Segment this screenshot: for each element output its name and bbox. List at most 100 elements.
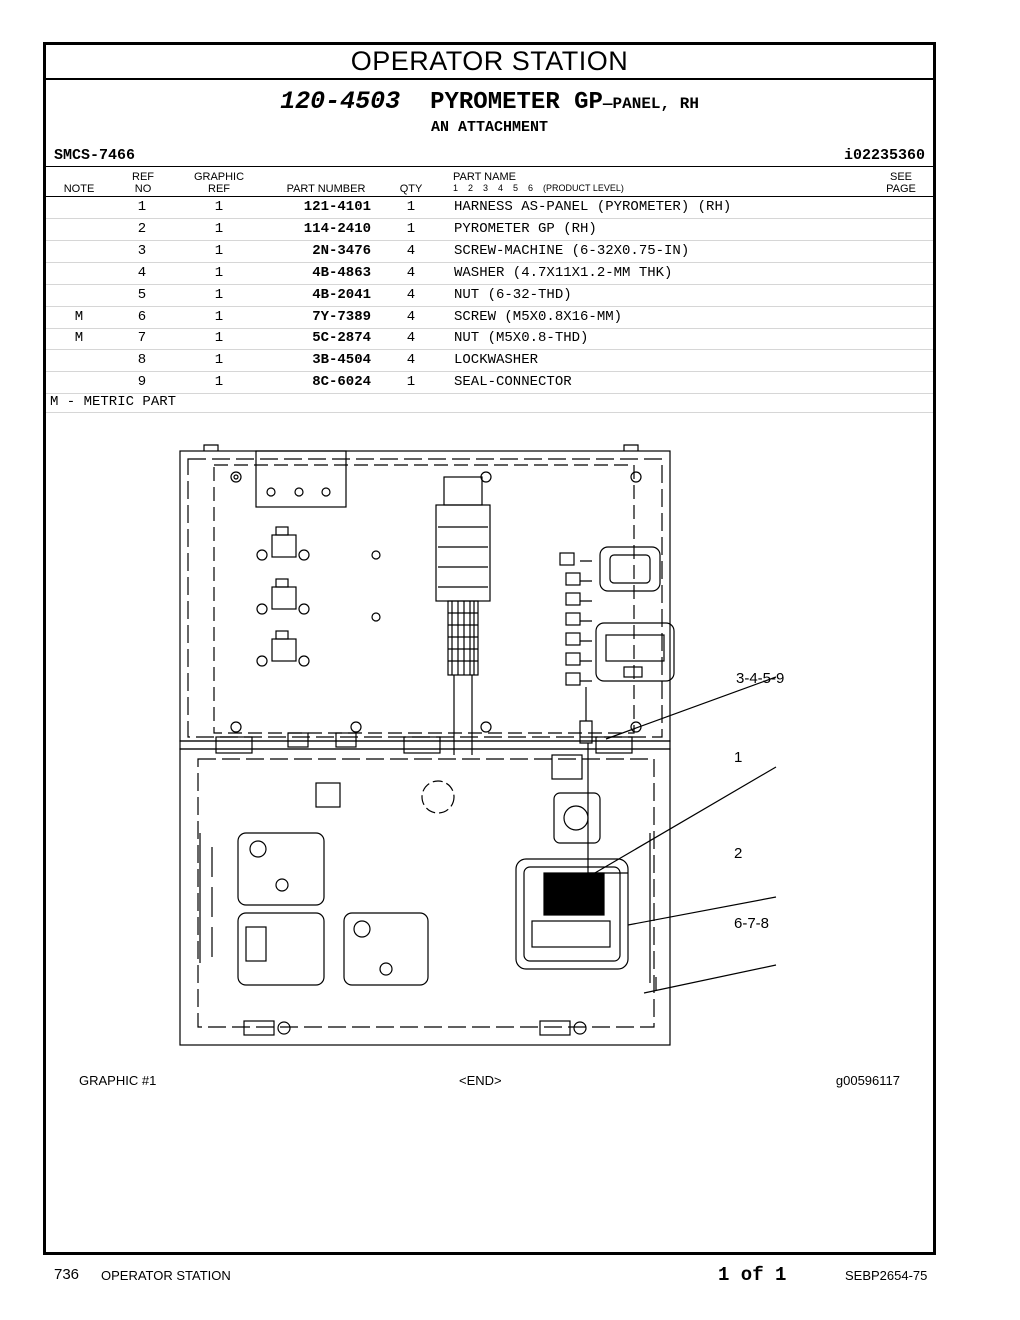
screw-center xyxy=(233,474,239,480)
cell-part-name: HARNESS AS-PANEL (PYROMETER) (RH) xyxy=(454,199,732,215)
cell-qty: 1 xyxy=(406,221,416,237)
cell-qty: 4 xyxy=(406,265,416,281)
header-ref-top: REF xyxy=(132,171,154,183)
header-part-number: PART NUMBER xyxy=(286,183,366,195)
latch-screw xyxy=(277,1021,291,1035)
header-graphic-top: GRAPHIC xyxy=(193,171,245,183)
cell-part-number: 114-2410 xyxy=(303,221,371,237)
cell-qty: 4 xyxy=(406,309,416,325)
hinge-bracket xyxy=(595,736,633,754)
cell-part-number: 8C-6024 xyxy=(312,374,371,390)
hinge-bracket xyxy=(287,732,309,748)
cell-ref: 7 xyxy=(137,330,147,346)
control-module-plug xyxy=(623,666,643,678)
latch-icon xyxy=(243,1020,275,1036)
gauge-hole xyxy=(421,780,455,814)
circuit-board xyxy=(343,912,429,986)
page-of: 1 of 1 xyxy=(718,1264,787,1286)
header-part-name: PART NAME xyxy=(453,171,516,183)
sensor-module-window xyxy=(609,554,651,584)
header-graphic-bottom: REF xyxy=(208,183,230,195)
part-group-name: PYROMETER GP xyxy=(430,89,603,116)
leader-line xyxy=(587,766,777,878)
part-group-subtitle: AN ATTACHMENT xyxy=(430,119,549,136)
screw-icon xyxy=(630,471,642,483)
cell-graphic-ref: 1 xyxy=(214,243,224,259)
cell-part-number: 121-4101 xyxy=(303,199,371,215)
document-id: SEBP2654-75 xyxy=(845,1268,928,1283)
table-row: 2 1 114-2410 1 PYROMETER GP (RH) xyxy=(46,219,933,241)
hinge-bracket xyxy=(403,736,441,754)
table-row: M 7 1 5C-2874 4 NUT (M5X0.8-THD) xyxy=(46,328,933,350)
cell-graphic-ref: 1 xyxy=(214,309,224,325)
exploded-view-illustration xyxy=(179,444,777,1046)
lower-panel-dashed-outline xyxy=(197,758,655,1028)
callout-label: 3-4-5-9 xyxy=(736,670,785,687)
cell-part-name: PYROMETER GP (RH) xyxy=(454,221,597,237)
cell-part-number: 5C-2874 xyxy=(312,330,371,346)
screw-icon xyxy=(630,721,642,733)
part-group-heading: 120-4503 PYROMETER GP—PANEL, RH xyxy=(46,87,933,116)
side-bracket xyxy=(649,833,657,991)
part-group-name-suffix: —PANEL, RH xyxy=(602,95,699,113)
callout-label: 1 xyxy=(734,749,743,766)
board-connector xyxy=(249,840,267,858)
cell-part-number: 7Y-7389 xyxy=(312,309,371,325)
pyrometer-gauge xyxy=(515,858,629,970)
section-title: OPERATOR STATION xyxy=(46,45,933,80)
smcs-code: SMCS-7466 xyxy=(54,147,136,164)
latch-screw xyxy=(573,1021,587,1035)
terminal-block xyxy=(435,476,491,755)
header-product-level: 1 2 3 4 5 6 (PRODUCT LEVEL) xyxy=(453,183,624,193)
divider xyxy=(46,412,933,413)
pyrometer-display xyxy=(531,920,611,948)
screw-icon xyxy=(480,721,492,733)
metric-footnote: M - METRIC PART xyxy=(50,394,177,410)
footer-section: OPERATOR STATION xyxy=(101,1268,231,1283)
side-bracket xyxy=(199,833,213,963)
graphic-caption: GRAPHIC #1 xyxy=(79,1073,157,1088)
cell-note: M xyxy=(74,330,84,346)
cell-note: M xyxy=(74,309,84,325)
relay-icon xyxy=(256,526,310,561)
cell-part-name: SCREW (M5X0.8X16-MM) xyxy=(454,309,623,325)
control-module xyxy=(595,622,675,682)
panel-hole xyxy=(371,612,381,622)
cell-graphic-ref: 1 xyxy=(214,199,224,215)
leader-line xyxy=(643,964,777,994)
cell-part-name: WASHER (4.7X11X1.2-MM THK) xyxy=(454,265,673,281)
header-qty: QTY xyxy=(399,183,423,195)
upper-panel-inner-outline xyxy=(187,458,663,738)
header-see-top: SEE xyxy=(889,171,912,183)
cell-part-name: SEAL-CONNECTOR xyxy=(454,374,572,390)
part-group-number: 120-4503 xyxy=(280,87,401,116)
leader-line xyxy=(605,676,777,740)
table-row: M 6 1 7Y-7389 4 SCREW (M5X0.8X16-MM) xyxy=(46,307,933,329)
harness-cable xyxy=(587,743,628,874)
plate-hole xyxy=(266,487,276,497)
connector-stack xyxy=(559,552,592,686)
document-identifier: i02235360 xyxy=(843,147,925,164)
callout-label: 2 xyxy=(734,845,743,862)
sensor-module xyxy=(599,546,661,592)
board-connector xyxy=(353,920,371,938)
divider xyxy=(46,196,933,197)
hinge-bracket xyxy=(215,736,253,754)
cell-part-number: 2N-3476 xyxy=(312,243,371,259)
cell-qty: 4 xyxy=(406,352,416,368)
screw-icon xyxy=(350,721,362,733)
cell-ref: 3 xyxy=(137,243,147,259)
cell-graphic-ref: 1 xyxy=(214,287,224,303)
table-row: 3 1 2N-3476 4 SCREW-MACHINE (6-32X0.75-I… xyxy=(46,241,933,263)
plate-hole xyxy=(294,487,304,497)
cell-ref: 1 xyxy=(137,199,147,215)
pyrometer-bezel xyxy=(523,866,621,962)
cell-ref: 8 xyxy=(137,352,147,368)
relay-icon xyxy=(256,578,310,615)
cell-graphic-ref: 1 xyxy=(214,265,224,281)
panel-hole xyxy=(371,550,381,560)
end-marker: <END> xyxy=(459,1073,502,1088)
plate-hole xyxy=(321,487,331,497)
hinge-bracket xyxy=(335,732,357,748)
harness-connector xyxy=(543,872,605,916)
